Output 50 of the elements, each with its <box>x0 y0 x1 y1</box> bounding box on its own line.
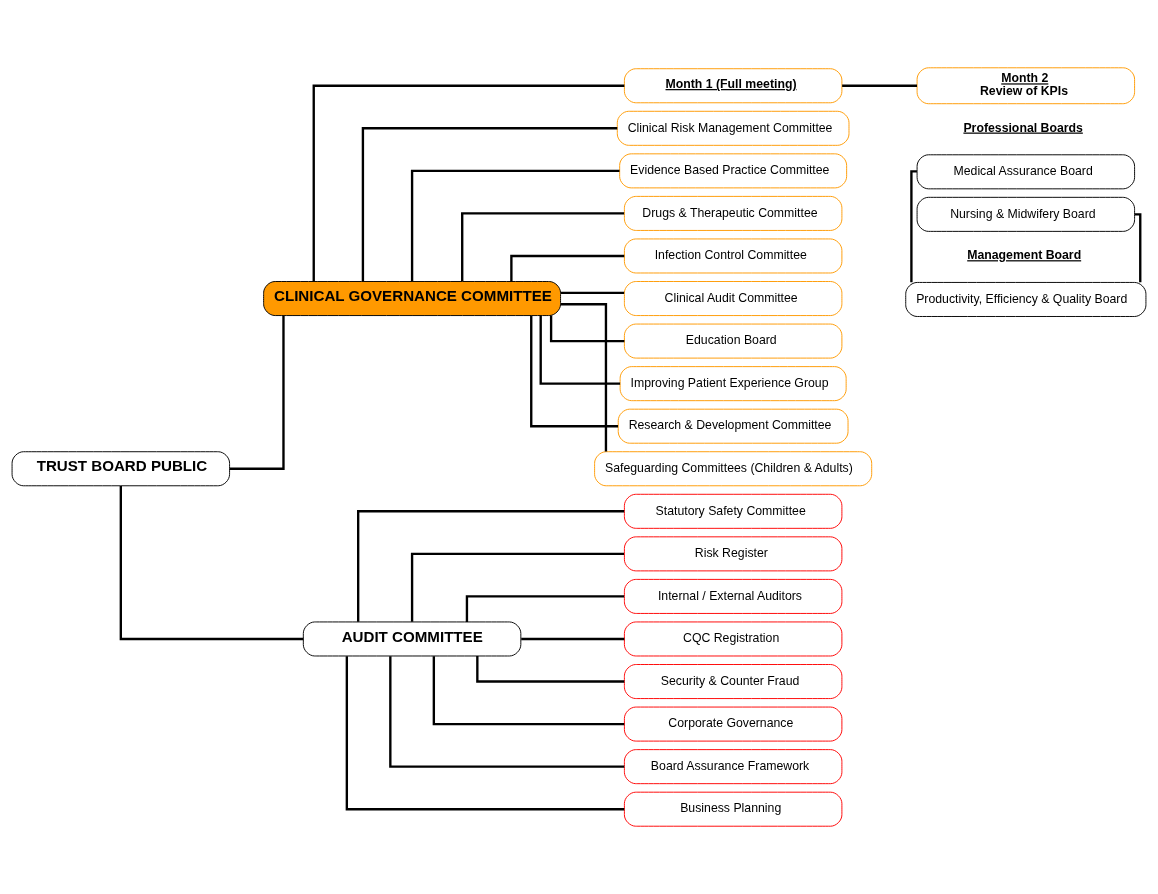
connector <box>510 254 625 282</box>
label: Management Board <box>967 248 1082 263</box>
connector <box>465 595 625 622</box>
connector <box>910 170 917 283</box>
node-box: Improving Patient Experience Group <box>619 366 847 402</box>
node-box: Infection Control Committee <box>623 238 843 274</box>
node-box: AUDIT COMMITTEE <box>302 621 522 657</box>
connector <box>539 315 621 385</box>
connector <box>345 656 625 811</box>
node-box: Clinical Audit Committee <box>623 281 843 317</box>
node-box: Internal / External Auditors <box>623 578 843 614</box>
connector <box>560 291 625 295</box>
node-box: Safeguarding Committees (Children & Adults) <box>594 451 873 487</box>
connector <box>361 127 618 282</box>
connector <box>549 315 625 343</box>
connector <box>461 212 625 282</box>
connector <box>410 169 620 282</box>
connector <box>312 84 625 282</box>
connector <box>229 315 285 470</box>
connector <box>530 315 619 428</box>
node-box: Board Assurance Framework <box>623 749 843 785</box>
node-box: CLINICAL GOVERNANCE COMMITTEE <box>263 281 562 317</box>
connector <box>560 303 608 452</box>
connector <box>842 84 917 87</box>
connector <box>1134 213 1142 283</box>
node-box: Business Planning <box>623 791 843 827</box>
node-box: Evidence Based Practice Committee <box>619 153 848 189</box>
node-box: Security & Counter Fraud <box>623 664 843 700</box>
node-box: Month 2 Review of KPIs <box>916 67 1136 105</box>
connector <box>476 656 625 683</box>
node-box: Productivity, Efficiency & Quality Board <box>905 281 1147 317</box>
node-box: TRUST BOARD PUBLIC <box>11 451 231 487</box>
node-box: Clinical Risk Management Committee <box>616 110 850 146</box>
node-box: Risk Register <box>623 536 843 572</box>
connector <box>432 656 625 726</box>
node-box: Corporate Governance <box>623 706 843 742</box>
connector <box>521 637 625 641</box>
connector <box>410 552 624 622</box>
node-box: Education Board <box>623 323 843 359</box>
label: Professional Boards <box>963 120 1083 135</box>
node-box: Medical Assurance Board <box>916 154 1136 190</box>
connector <box>389 656 625 768</box>
node-box: Drugs & Therapeutic Committee <box>623 195 843 231</box>
node-box: Month 1 (Full meeting) <box>623 68 843 104</box>
node-box: Nursing & Midwifery Board <box>916 196 1136 232</box>
node-box: CQC Registration <box>623 621 843 657</box>
connector <box>119 486 304 641</box>
node-box: Statutory Safety Committee <box>623 493 843 529</box>
connector <box>357 510 625 622</box>
node-box: Research & Development Committee <box>617 408 849 444</box>
